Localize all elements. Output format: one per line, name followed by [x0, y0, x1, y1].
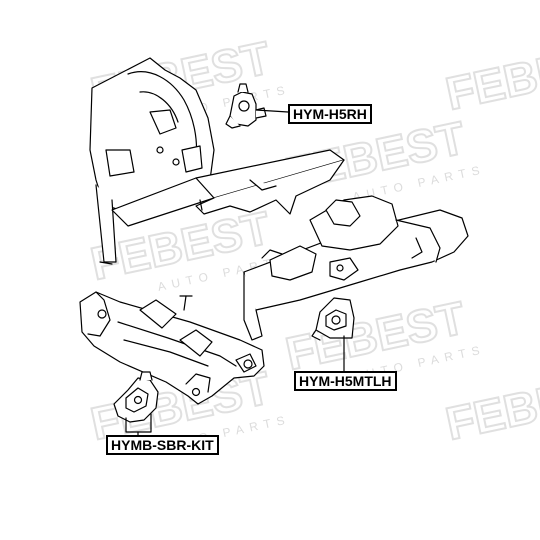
svg-text:FEBEST: FEBEST [441, 31, 540, 120]
lh-engine-mount [311, 297, 355, 341]
subframe-bushing-kit [113, 371, 159, 423]
part-label-hym-h5mtlh: HYM-H5MTLH [294, 371, 397, 391]
upper-frame-rail [111, 149, 345, 227]
front-subframe [79, 291, 265, 405]
part-label-hym-h5rh: HYM-H5RH [288, 104, 372, 124]
front-fender-apron [89, 57, 215, 265]
watermark-6: FEBEST [440, 30, 540, 121]
svg-text:FEBEST: FEBEST [441, 361, 540, 450]
part-label-hymb-sbr-kit: HYMB-SBR-KIT [106, 435, 219, 455]
watermark-7: FEBEST [440, 360, 540, 451]
upper-engine-mount [225, 83, 267, 129]
leader-line-rh [255, 109, 289, 113]
right-frame-rail [243, 195, 469, 341]
